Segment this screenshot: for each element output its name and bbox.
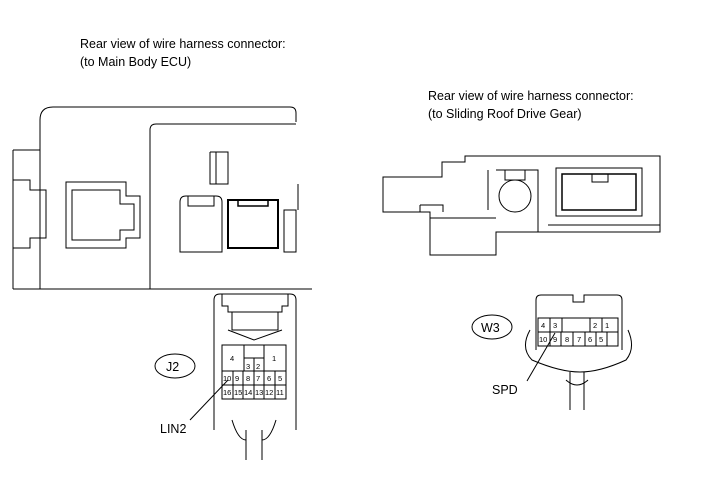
j2-pin-7: 7 [256,374,260,383]
j2-pin-15: 15 [234,388,242,397]
w3-pin-6: 6 [588,335,592,344]
right-caption-line1: Rear view of wire harness connector: [428,89,634,103]
j2-pin-6: 6 [267,374,271,383]
w3-label: W3 [481,321,500,335]
w3-pin-3: 3 [553,321,557,330]
w3-pin-1: 1 [605,321,609,330]
j2-connector: 4 1 3 2 10 9 8 7 6 5 16 15 14 13 12 11 [213,293,297,460]
w3-pin-2: 2 [593,321,597,330]
j2-pin-10: 10 [223,374,231,383]
w3-pin-7: 7 [577,335,581,344]
left-caption: Rear view of wire harness connector: (to… [80,35,286,71]
j2-pin-1: 1 [272,354,276,363]
w3-pin-5: 5 [599,335,603,344]
w3-connector: 4 3 2 1 10 9 8 7 6 5 [525,294,632,410]
lin2-callout: LIN2 [160,422,186,436]
w3-label-oval [471,314,513,340]
j2-pin-4: 4 [230,354,234,363]
j2-pin-11: 11 [276,388,284,397]
sliding-roof-drive-gear-housing [382,155,661,256]
j2-pin-16: 16 [223,388,231,397]
left-caption-line1: Rear view of wire harness connector: [80,37,286,51]
right-caption: Rear view of wire harness connector: (to… [428,87,634,123]
j2-pin-9: 9 [235,374,239,383]
j2-pin-5: 5 [278,374,282,383]
j2-pin-12: 12 [265,388,273,397]
j2-label-oval [154,353,196,379]
j2-pin-13: 13 [255,388,263,397]
spd-callout: SPD [492,383,518,397]
w3-pin-10: 10 [539,335,547,344]
j2-label: J2 [166,360,179,374]
w3-pin-4: 4 [541,321,545,330]
w3-pin-9: 9 [553,335,557,344]
j2-pin-14: 14 [244,388,252,397]
j2-pin-2: 2 [256,362,260,371]
left-caption-line2: (to Main Body ECU) [80,55,192,69]
j2-pin-3: 3 [246,362,250,371]
lin2-leader-line [189,379,229,421]
j2-pin-8: 8 [246,374,250,383]
w3-pin-8: 8 [565,335,569,344]
right-caption-line2: (to Sliding Roof Drive Gear) [428,107,582,121]
spd-leader-line [526,332,556,382]
main-body-ecu-housing [12,106,312,290]
